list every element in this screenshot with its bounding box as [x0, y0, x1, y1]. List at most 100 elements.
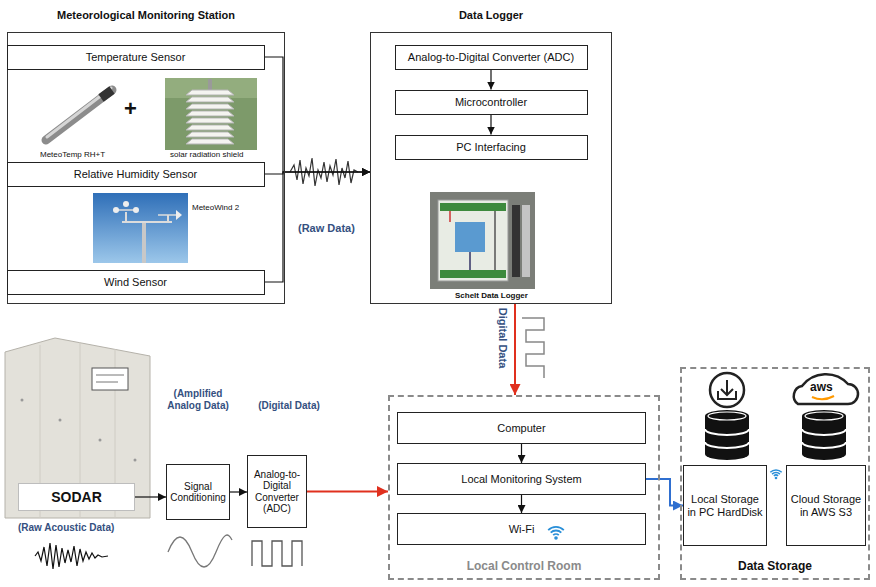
anemometer-photo	[133, 207, 139, 213]
process-box: Computer	[397, 412, 646, 444]
temperature-sensor-photo	[47, 88, 111, 137]
box-label: Cloud Storage in AWS S3	[790, 493, 862, 518]
sensor-band: Temperature Sensor	[7, 45, 265, 70]
box-label: Temperature Sensor	[86, 51, 186, 64]
radiation-shield-photo	[186, 125, 234, 130]
photo-caption: MeteoWind 2	[192, 203, 239, 212]
process-box: Microcontroller	[395, 90, 588, 115]
database-icon	[802, 442, 846, 448]
connector-arrow	[265, 57, 371, 172]
sodar-photo	[92, 368, 128, 390]
connector-arrow	[514, 304, 516, 395]
temperature-sensor-photo	[46, 90, 112, 140]
panel-heading: Local Control Room	[390, 560, 658, 574]
radiation-shield-photo	[186, 118, 234, 123]
connector-arrow	[490, 115, 491, 135]
signal-label: (Digital Data)	[248, 400, 330, 412]
data-logger-photo	[440, 203, 506, 211]
wifi-icon	[774, 474, 778, 476]
anemometer-photo	[176, 210, 182, 220]
database-icon	[708, 412, 746, 420]
connector-arrow	[265, 172, 371, 282]
cloud-icon	[794, 374, 858, 404]
database-icon	[705, 416, 749, 460]
wifi-icon	[551, 531, 562, 533]
data-logger-photo	[440, 270, 506, 278]
storage-box: Local Storage in PC HardDisk	[683, 465, 767, 546]
connector-arrow	[490, 70, 491, 90]
box-label: SODAR	[51, 489, 102, 505]
anemometer-photo	[122, 221, 172, 223]
box-label: Wi-Fi	[509, 523, 535, 536]
sodar-photo	[99, 439, 102, 442]
storage-panel: Data Storage Local Storage in PC HardDisk…	[680, 367, 870, 580]
cloud-icon	[794, 374, 858, 404]
wifi-icon	[548, 527, 564, 530]
connector-arrow	[230, 491, 247, 492]
anemometer-photo	[93, 193, 188, 263]
data-logger-photo	[449, 211, 451, 222]
box-label: PC Interfacing	[456, 141, 526, 154]
connector-arrow	[521, 495, 522, 513]
database-icon	[802, 410, 846, 460]
wifi-icon	[772, 472, 780, 474]
radiation-shield-photo	[165, 78, 257, 150]
connector-arrow	[307, 491, 388, 493]
radiation-shield-photo	[186, 104, 234, 109]
download-icon	[721, 380, 733, 395]
logger-panel: Data LoggerAnalog-to-Digital Converter (…	[370, 32, 612, 304]
panel-heading: Data Logger	[351, 9, 631, 22]
database-icon	[705, 429, 749, 435]
digital-signal-wave	[522, 318, 544, 378]
download-icon	[710, 373, 744, 407]
process-box: PC Interfacing	[395, 135, 588, 160]
radiation-shield-photo	[186, 90, 234, 95]
analog-sine-wave	[168, 535, 232, 567]
digital-square-wave	[252, 541, 302, 566]
photo-caption: MeteoTemp RH+T	[40, 150, 105, 159]
sodar-photo	[21, 399, 24, 402]
box-label: Local Storage in PC HardDisk	[687, 493, 763, 518]
data-logger-photo	[438, 200, 508, 281]
panel-heading: Data Storage	[682, 560, 868, 574]
connector-arrow	[521, 444, 522, 463]
sensor-band: Wind Sensor	[7, 270, 265, 295]
radiation-shield-photo	[186, 132, 234, 137]
anemometer-photo	[142, 222, 146, 263]
anemometer-photo	[113, 207, 119, 213]
panel-heading: Meteorological Monitoring Station	[0, 9, 304, 22]
control-room-panel: Local Control RoomComputerLocal Monitori…	[388, 395, 660, 580]
acoustic-wave	[35, 543, 108, 569]
box-label: Analog-to-Digital Converter (ADC)	[251, 469, 303, 515]
plus-sign: +	[124, 96, 137, 121]
digital-signal-wave	[522, 318, 544, 378]
sodar-photo	[5, 338, 150, 518]
wifi-icon	[770, 470, 781, 479]
database-icon	[705, 442, 749, 448]
photo-caption: solar radiation shield	[170, 150, 243, 159]
wifi-icon	[770, 470, 781, 472]
signal-label: (Raw Data)	[298, 222, 355, 235]
sodar-photo	[96, 382, 118, 383]
radiation-shield-photo	[208, 79, 212, 91]
wifi-icon	[775, 477, 778, 480]
temperature-sensor-photo	[46, 88, 112, 140]
wifi-icon	[548, 527, 564, 540]
process-box: Signal Conditioning	[166, 464, 230, 520]
digital-square-wave	[252, 541, 302, 566]
box-label: Wind Sensor	[104, 276, 167, 289]
data-logger-photo	[455, 222, 485, 252]
radiation-shield-photo	[165, 78, 257, 150]
box-label: Computer	[497, 422, 545, 435]
acoustic-wave	[35, 543, 108, 569]
box-label: Microcontroller	[455, 96, 527, 109]
process-box: Analog-to-Digital Converter (ADC)	[395, 45, 588, 70]
radiation-shield-photo	[165, 78, 257, 98]
radiation-shield-photo	[186, 97, 234, 102]
anemometer-photo	[125, 212, 127, 222]
database-icon	[705, 410, 749, 460]
process-box: Analog-to-Digital Converter (ADC)	[247, 455, 307, 528]
temperature-sensor-photo	[101, 90, 112, 98]
sodar-photo	[5, 338, 150, 518]
data-logger-photo	[512, 205, 520, 277]
